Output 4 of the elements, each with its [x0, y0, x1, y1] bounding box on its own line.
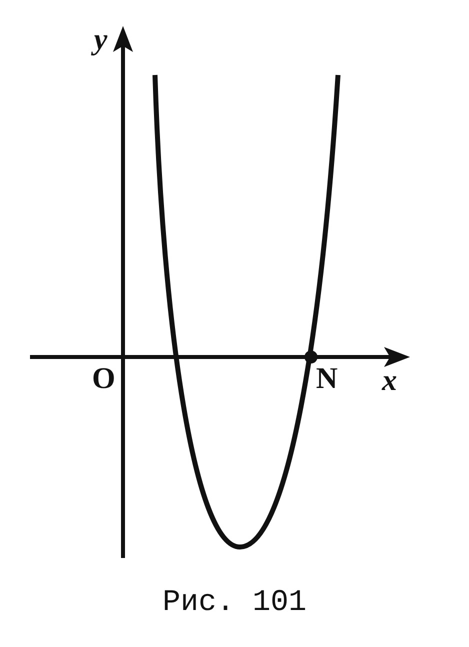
figure-caption: Рис. 101	[162, 586, 307, 620]
axis-label: x	[382, 366, 397, 396]
axis-label: N	[316, 364, 338, 394]
axis-label: O	[92, 364, 116, 394]
